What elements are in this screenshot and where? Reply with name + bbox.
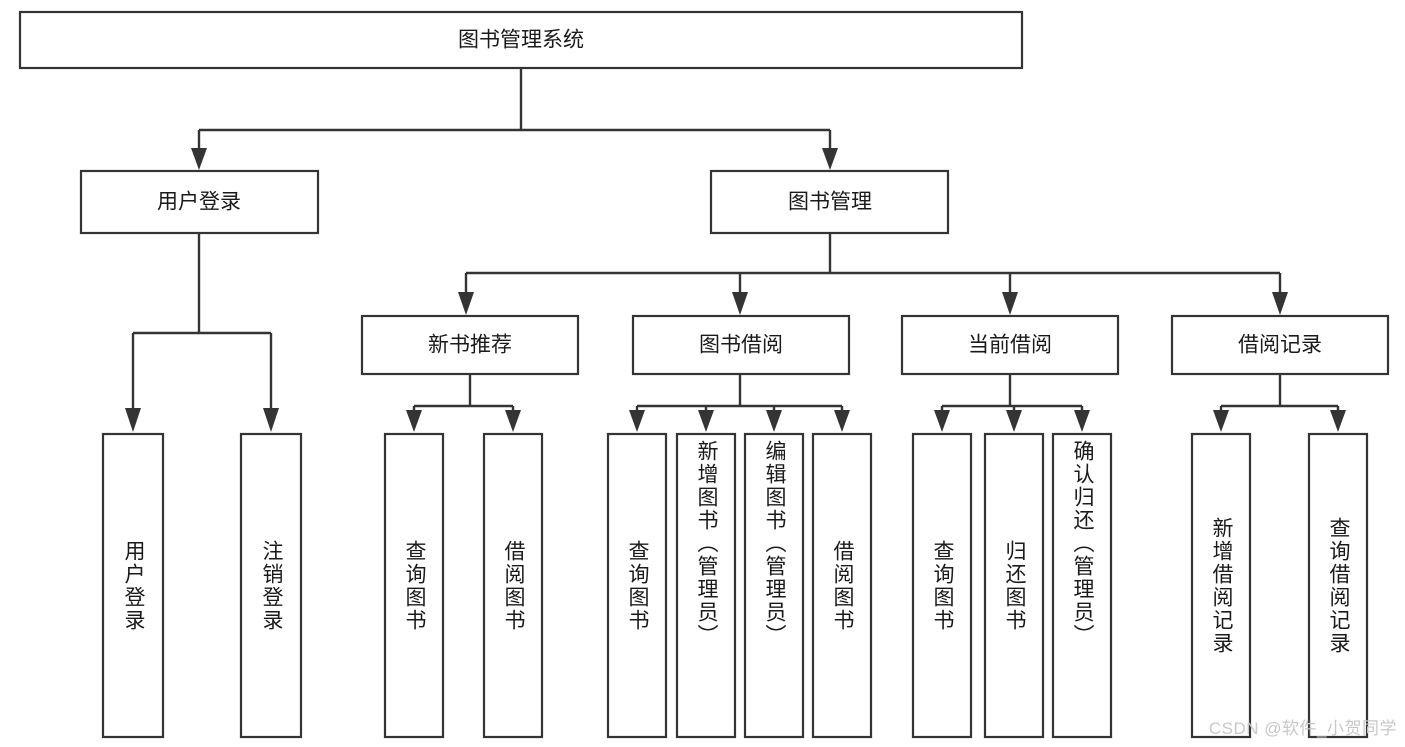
node-box-borrow-record[interactable] <box>1170 314 1390 376</box>
arrow-head-leaf-query-book-current <box>934 410 950 432</box>
node-box-leaf-confirm-return-admin[interactable] <box>1051 432 1113 739</box>
node-box-user-login[interactable] <box>79 169 320 235</box>
connector-group-user-login-to-leaves <box>125 233 279 432</box>
node-box-leaf-borrow-book-recommend[interactable] <box>482 432 544 739</box>
connector-group-book-management-to-level3 <box>458 233 1288 315</box>
node-new-book-recommend[interactable]: 新书推荐 <box>360 314 580 376</box>
node-box-leaf-edit-book-admin[interactable] <box>743 432 805 739</box>
connector-group-root-to-level2 <box>191 68 838 170</box>
arrow-head-leaf-confirm-return-admin <box>1074 410 1090 432</box>
node-box-leaf-borrow-book[interactable] <box>811 432 873 739</box>
node-box-root[interactable] <box>18 10 1024 70</box>
node-box-leaf-add-borrow-record[interactable] <box>1190 432 1252 739</box>
node-label-root: 图书管理系统 <box>458 29 584 52</box>
node-box-leaf-user-login[interactable] <box>101 432 165 739</box>
node-box-new-book-recommend[interactable] <box>360 314 580 376</box>
node-current-borrow[interactable]: 当前借阅 <box>900 314 1120 376</box>
node-user-login[interactable]: 用户登录 <box>79 169 320 235</box>
arrow-head-leaf-add-book-admin <box>698 410 714 432</box>
arrow-head-leaf-logout-login <box>263 408 279 432</box>
arrow-head-book-borrow <box>732 292 748 315</box>
node-box-leaf-return-book[interactable] <box>983 432 1045 739</box>
arrow-head-current-borrow <box>1002 292 1018 315</box>
arrow-head-leaf-borrow-book-recommend <box>505 410 521 432</box>
node-label-user-login: 用户登录 <box>157 191 241 214</box>
node-box-leaf-add-book-admin[interactable] <box>675 432 737 739</box>
arrow-head-leaf-query-book-recommend <box>406 410 422 432</box>
arrow-head-book-management <box>822 148 838 170</box>
arrow-head-leaf-query-book-borrow <box>629 410 645 432</box>
arrow-head-leaf-query-borrow-record <box>1330 410 1346 432</box>
node-box-current-borrow[interactable] <box>900 314 1120 376</box>
connector-group-borrow-record-to-leaves <box>1213 375 1346 432</box>
watermark-text: CSDN @软件_小贺同学 <box>1208 719 1397 738</box>
node-book-borrow[interactable]: 图书借阅 <box>631 314 851 376</box>
node-box-leaf-query-book-recommend[interactable] <box>383 432 445 739</box>
node-box-leaf-query-book-borrow[interactable] <box>606 432 668 739</box>
node-box-book-borrow[interactable] <box>631 314 851 376</box>
arrow-head-user-login <box>191 148 207 170</box>
node-box-book-management[interactable] <box>709 169 950 235</box>
node-box-leaf-logout-login[interactable] <box>239 432 303 739</box>
node-box-leaf-query-book-current[interactable] <box>911 432 973 739</box>
connector-group-new-book-to-leaves <box>406 374 521 432</box>
node-label-book-management: 图书管理 <box>788 191 872 214</box>
arrow-head-new-book-recommend <box>458 292 474 315</box>
node-label-book-borrow: 图书借阅 <box>699 334 783 357</box>
arrow-head-leaf-user-login <box>125 408 141 432</box>
node-label-new-book-recommend: 新书推荐 <box>428 334 512 357</box>
arrow-head-leaf-borrow-book <box>834 410 850 432</box>
arrow-head-leaf-add-borrow-record <box>1213 410 1229 432</box>
arrow-head-leaf-return-book <box>1006 410 1022 432</box>
node-root[interactable]: 图书管理系统 <box>18 10 1024 70</box>
node-label-current-borrow: 当前借阅 <box>968 334 1052 357</box>
node-box-leaf-query-borrow-record[interactable] <box>1307 432 1369 739</box>
connector-group-book-borrow-to-leaves <box>629 375 850 432</box>
node-label-borrow-record: 借阅记录 <box>1238 334 1322 357</box>
node-borrow-record[interactable]: 借阅记录 <box>1170 314 1390 376</box>
connector-group-current-borrow-to-leaves <box>934 375 1090 432</box>
arrow-head-borrow-record <box>1272 292 1288 315</box>
arrow-head-leaf-edit-book-admin <box>766 410 782 432</box>
node-book-management[interactable]: 图书管理 <box>709 169 950 235</box>
